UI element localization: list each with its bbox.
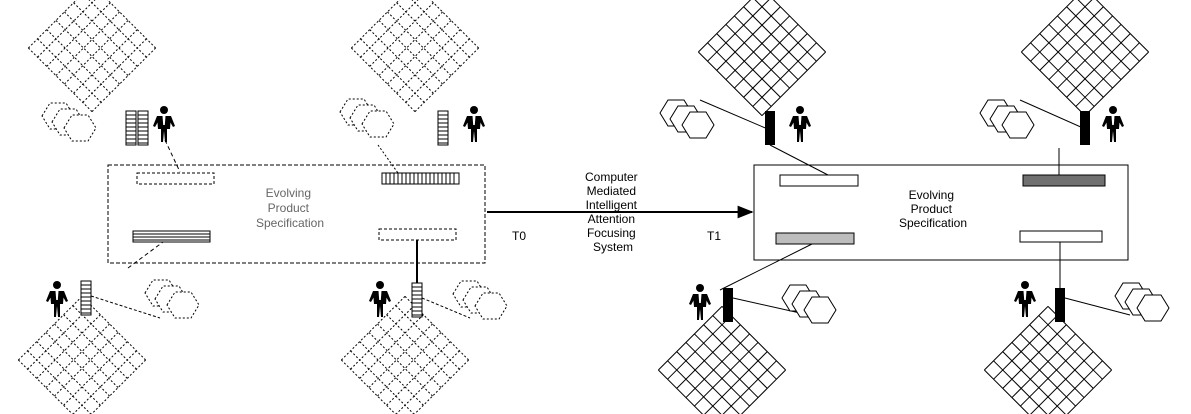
- hexagon-cluster-icon: [979, 99, 1035, 139]
- spec-slot-light-hatch: [133, 233, 210, 241]
- person-icon: [153, 106, 175, 142]
- workstation-icon: [80, 280, 92, 316]
- grid-icon: [27, 0, 157, 113]
- hexagon-cluster-icon: [781, 284, 837, 324]
- grid-icon: [340, 295, 470, 414]
- connector-line: [127, 241, 164, 269]
- spec-slot-dark: [381, 172, 460, 185]
- person-icon: [463, 106, 485, 142]
- workstation-icon: [1055, 288, 1065, 322]
- specification-label: Evolving Product Specification: [899, 188, 967, 230]
- left-panel: Evolving Product Specification: [17, 0, 526, 414]
- connector-line: [769, 144, 829, 176]
- workstation-icon: [437, 110, 449, 146]
- workstation-icon: [125, 110, 137, 146]
- hexagon-cluster-icon: [659, 99, 715, 139]
- person-icon: [689, 284, 711, 320]
- grid-icon: [350, 0, 480, 113]
- connector-line: [164, 139, 181, 173]
- person-icon: [1014, 281, 1036, 317]
- workstation-icon: [765, 111, 775, 145]
- time-label-t0: T0: [512, 229, 526, 243]
- arrow-label: Computer Mediated Intelligent Attention …: [585, 170, 641, 254]
- spec-slot-empty: [1019, 230, 1103, 243]
- person-icon: [789, 106, 811, 142]
- grid-icon: [983, 305, 1113, 414]
- spec-slot-light: [775, 232, 855, 245]
- hexagon-cluster-icon: [1114, 282, 1170, 322]
- workstation-icon: [137, 110, 149, 146]
- grid-icon: [1020, 0, 1150, 117]
- right-panel: Evolving Product Specification T1: [657, 0, 1170, 414]
- spec-slot-dark: [1022, 174, 1106, 187]
- workstation-icon: [411, 282, 423, 318]
- hexagon-cluster-icon: [41, 102, 97, 142]
- spec-slot-empty: [136, 172, 215, 185]
- hexagon-cluster-icon: [144, 279, 200, 319]
- grid-icon: [697, 0, 827, 117]
- time-label-t1: T1: [707, 229, 721, 243]
- spec-slot-empty: [779, 174, 859, 187]
- connector-line: [377, 144, 399, 174]
- specification-label: Evolving Product Specification: [256, 186, 324, 230]
- center-arrow-group: Computer Mediated Intelligent Attention …: [487, 170, 754, 254]
- grid-icon: [657, 305, 787, 414]
- person-icon: [1102, 106, 1124, 142]
- spec-slot-empty: [378, 228, 457, 241]
- person-icon: [369, 281, 391, 317]
- hexagon-cluster-icon: [452, 280, 508, 320]
- workstation-icon: [1080, 111, 1090, 145]
- person-icon: [46, 281, 68, 317]
- workstation-icon: [723, 288, 733, 322]
- spec-slot-dark-hatch: [385, 173, 455, 184]
- hexagon-cluster-icon: [339, 98, 395, 138]
- connector-line: [719, 243, 813, 291]
